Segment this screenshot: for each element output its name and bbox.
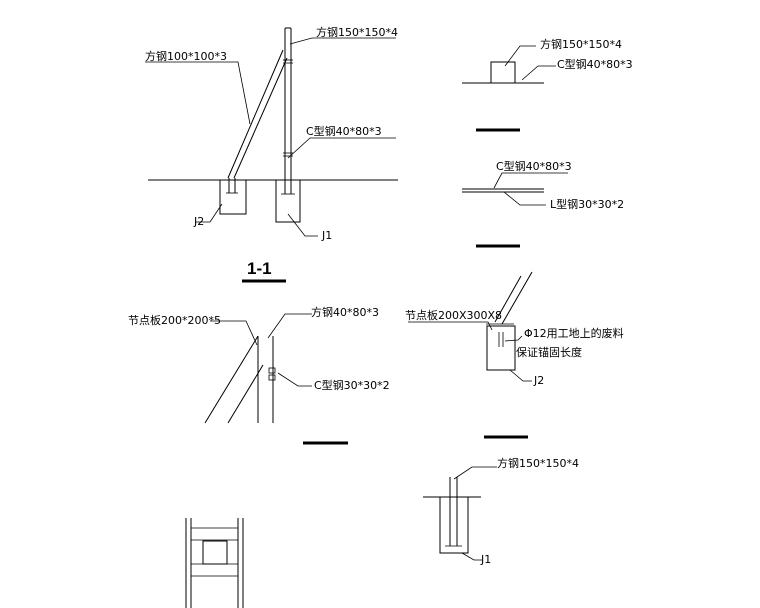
label-brace: 方钢100*100*3	[145, 49, 227, 63]
leader-j1-post	[453, 466, 497, 480]
label-j2-footing: J2	[533, 374, 544, 387]
detail-plan	[185, 518, 244, 608]
node-brace	[204, 335, 259, 424]
label-footing-j1: J1	[321, 229, 332, 242]
label-j2-plate: 节点板200X300X8	[405, 308, 502, 322]
label-rail: C型钢40*80*3	[306, 124, 382, 138]
label-node-plate: 节点板200*200*5	[128, 313, 221, 327]
label-footing-j2: J2	[193, 215, 204, 228]
label-post: 方钢150*150*4	[316, 25, 398, 39]
j1-footing	[439, 496, 469, 554]
leader-node-plate	[210, 320, 258, 346]
post-square-tube	[284, 27, 292, 194]
leader-j2-footing	[509, 369, 532, 382]
detail-j1: 方钢150*150*4 J1	[423, 456, 579, 566]
label-rail-top: C型钢40*80*3	[496, 159, 572, 173]
leader-brace	[145, 61, 251, 125]
j2-brace	[494, 275, 522, 323]
section-title: 1-1	[247, 259, 272, 278]
leader-j1	[287, 213, 318, 237]
leader-rail	[287, 137, 396, 159]
leader-rail-top	[493, 172, 568, 189]
diagonal-brace	[227, 49, 288, 179]
label-j1-footing: J1	[480, 553, 491, 566]
leader-j2-anchor	[504, 335, 523, 342]
detail-j2: 节点板200X300X8 Φ12用工地上的废料 保证锚固长度 J2	[405, 271, 624, 439]
label-node-channel: C型钢30*30*2	[314, 378, 390, 392]
j2-brace-2	[501, 271, 533, 325]
leader-rail-bottom	[503, 191, 546, 206]
label-detail-rail: C型钢40*80*3	[557, 57, 633, 71]
leader-detail-rail	[521, 65, 556, 81]
leader-node-channel	[277, 372, 312, 387]
detail-post-section	[490, 61, 516, 84]
leader-j2	[196, 203, 223, 223]
label-j2-anchor-2: 保证锚固长度	[516, 345, 582, 359]
leader-node-tube	[267, 313, 312, 339]
label-j2-anchor-1: Φ12用工地上的废料	[524, 326, 624, 340]
label-rail-bottom: L型钢30*30*2	[550, 197, 624, 211]
footing-j2	[219, 178, 247, 215]
plan-square-tube	[202, 540, 228, 565]
node-channel-2	[268, 374, 276, 381]
label-j1-post: 方钢150*150*4	[497, 456, 579, 470]
leader-j2-plate	[408, 321, 493, 331]
label-detail-post: 方钢150*150*4	[540, 37, 622, 51]
detail-node: 节点板200*200*5 方钢40*80*3 C型钢30*30*2	[128, 305, 390, 445]
node-channel-1	[268, 367, 276, 374]
section-1-1: 方钢100*100*3 方钢150*150*4 C型钢40*80*3 J2 J1…	[145, 25, 398, 283]
leader-post	[289, 37, 396, 45]
detail-rail: C型钢40*80*3 L型钢30*30*2	[462, 159, 624, 248]
label-node-tube: 方钢40*80*3	[311, 305, 379, 319]
leader-j1-footing	[461, 552, 482, 561]
leader-detail-post	[504, 45, 536, 67]
footing-j1	[275, 179, 301, 223]
detail-post-top: 方钢150*150*4 C型钢40*80*3	[462, 37, 633, 132]
j2-footing	[486, 325, 516, 371]
node-brace-2	[227, 364, 264, 424]
